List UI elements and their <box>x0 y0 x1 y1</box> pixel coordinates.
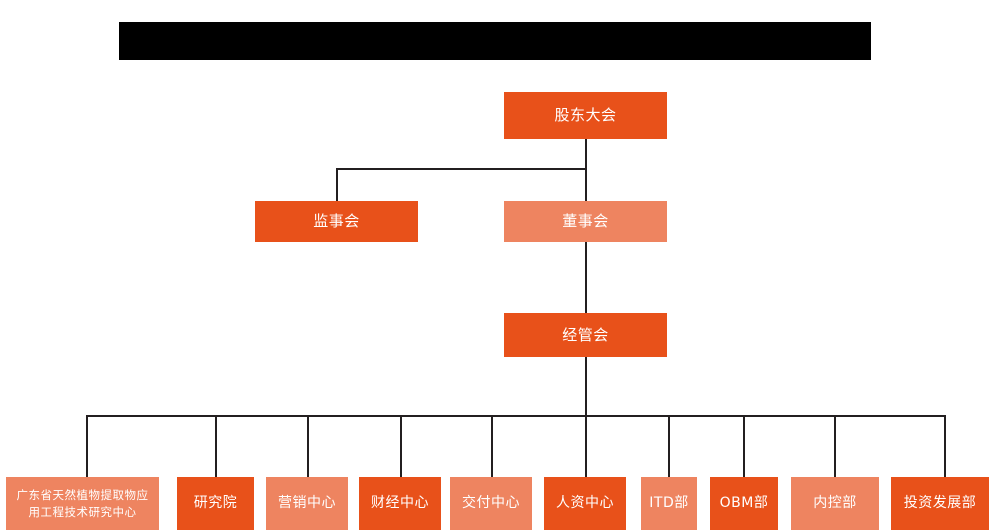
dept-node-marketing-center[interactable]: 营销中心 <box>266 477 348 530</box>
connector-drop-dept-7 <box>668 415 670 477</box>
connector-drop-dept-5 <box>491 415 493 477</box>
dept-node-investment-development-department-label: 投资发展部 <box>903 494 977 511</box>
connector-shareholders-down <box>585 139 587 169</box>
node-management-committee-label: 经管会 <box>562 325 609 344</box>
dept-node-obm-department-label: OBM部 <box>719 494 769 511</box>
dept-node-delivery-center-label: 交付中心 <box>462 494 520 511</box>
node-board-of-supervisors-label: 监事会 <box>313 212 360 231</box>
dept-node-hr-center[interactable]: 人资中心 <box>544 477 626 530</box>
dept-node-obm-department[interactable]: OBM部 <box>710 477 778 530</box>
connector-drop-dept-6 <box>585 415 587 477</box>
node-board-of-directors[interactable]: 董事会 <box>504 201 667 242</box>
dept-node-guangdong-research-center-label: 广东省天然植物提取物应 用工程技术研究中心 <box>16 487 149 519</box>
dept-node-internal-control-department-label: 内控部 <box>813 494 857 511</box>
connector-drop-directors <box>585 168 587 201</box>
connector-bus-level2 <box>336 168 587 170</box>
dept-node-itd-department[interactable]: ITD部 <box>641 477 697 530</box>
connector-drop-dept-1 <box>86 415 88 477</box>
node-management-committee[interactable]: 经管会 <box>504 313 667 357</box>
connector-drop-dept-10 <box>944 415 946 477</box>
dept-node-finance-center-label: 财经中心 <box>371 494 429 511</box>
dept-node-guangdong-research-center[interactable]: 广东省天然植物提取物应 用工程技术研究中心 <box>6 477 159 530</box>
connector-management-down <box>585 357 587 416</box>
connector-drop-dept-3 <box>307 415 309 477</box>
connector-drop-dept-2 <box>215 415 217 477</box>
node-board-of-supervisors[interactable]: 监事会 <box>255 201 418 242</box>
redacted-title-banner <box>119 22 871 60</box>
dept-node-internal-control-department[interactable]: 内控部 <box>791 477 879 530</box>
connector-drop-dept-4 <box>400 415 402 477</box>
connector-drop-supervisors <box>336 168 338 201</box>
connector-directors-to-management <box>585 241 587 313</box>
dept-node-delivery-center[interactable]: 交付中心 <box>450 477 532 530</box>
connector-drop-dept-8 <box>743 415 745 477</box>
node-shareholders-meeting[interactable]: 股东大会 <box>504 92 667 139</box>
node-shareholders-meeting-label: 股东大会 <box>554 106 617 125</box>
dept-node-itd-department-label: ITD部 <box>649 494 689 511</box>
dept-node-investment-development-department[interactable]: 投资发展部 <box>891 477 989 530</box>
node-board-of-directors-label: 董事会 <box>562 212 609 231</box>
dept-node-hr-center-label: 人资中心 <box>556 494 614 511</box>
connector-drop-dept-9 <box>834 415 836 477</box>
dept-node-research-institute-label: 研究院 <box>193 494 238 511</box>
dept-node-research-institute[interactable]: 研究院 <box>177 477 254 530</box>
dept-node-marketing-center-label: 营销中心 <box>278 494 336 511</box>
connector-bus-departments <box>86 415 945 417</box>
dept-node-finance-center[interactable]: 财经中心 <box>359 477 441 530</box>
